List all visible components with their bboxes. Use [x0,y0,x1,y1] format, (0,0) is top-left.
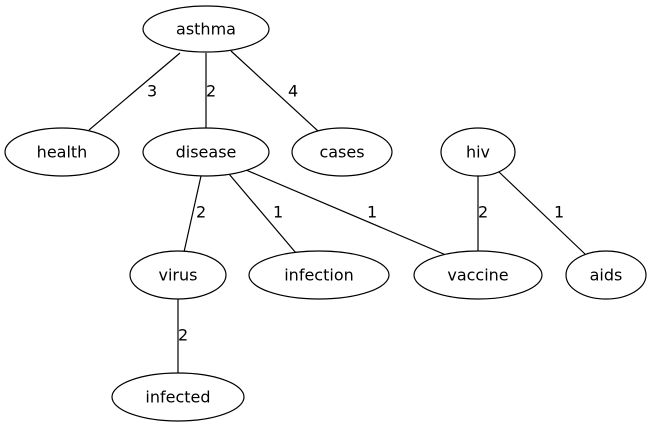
edge-asthma-cases: 4 [230,50,319,132]
node-label: vaccine [447,266,508,285]
edge-weight-label: 2 [196,203,206,222]
node-label: cases [319,143,364,162]
node-cases: cases [291,127,393,177]
node-aids: aids [565,250,647,300]
edge-weight-label: 1 [273,203,283,222]
nodes-layer: asthma health disease cases hiv virus infectio… [4,5,647,422]
edge-hiv-vaccine: 2 [477,176,488,251]
edge-line [183,175,202,253]
edge-disease-vaccine: 1 [245,169,447,256]
node-ellipse [565,250,647,300]
node-infection: infection [248,250,390,300]
node-vaccine: vaccine [413,250,543,300]
node-infected: infected [111,372,245,422]
node-label: hiv [466,143,490,162]
node-label: infected [145,388,210,407]
node-ellipse [142,5,270,53]
node-ellipse [142,127,270,177]
edge-weight-label: 2 [178,326,188,345]
edge-weight-label: 4 [288,82,298,101]
node-asthma: asthma [142,5,270,53]
node-hiv: hiv [440,127,516,177]
edge-weight-label: 1 [554,203,564,222]
edge-disease-virus: 2 [183,175,206,253]
node-label: aids [590,266,623,285]
edge-asthma-disease: 2 [205,53,216,128]
node-ellipse [291,127,393,177]
node-ellipse [413,250,543,300]
node-virus: virus [129,250,227,300]
edge-line [88,52,181,131]
edge-disease-infection: 1 [228,173,297,254]
edge-hiv-aids: 1 [498,171,586,255]
node-ellipse [440,127,516,177]
edge-weight-label: 2 [478,203,488,222]
edge-line [230,50,319,132]
node-label: health [37,143,88,162]
edge-weight-label: 3 [147,82,157,101]
node-ellipse [129,250,227,300]
edge-line [498,171,586,255]
edge-line [245,169,447,256]
edge-weight-label: 1 [367,203,377,222]
node-disease: disease [142,127,270,177]
edge-weight-label: 2 [206,82,216,101]
edges-layer: 3 2 4 2 1 1 2 1 2 [88,50,586,373]
edge-asthma-health: 3 [88,52,181,131]
node-label: asthma [176,20,236,39]
node-label: disease [176,143,237,162]
node-label: infection [284,266,354,285]
edge-virus-infected: 2 [177,299,188,373]
node-health: health [4,127,120,177]
node-ellipse [111,372,245,422]
node-ellipse [4,127,120,177]
edge-line [228,173,297,254]
node-label: virus [159,266,198,285]
node-ellipse [248,250,390,300]
